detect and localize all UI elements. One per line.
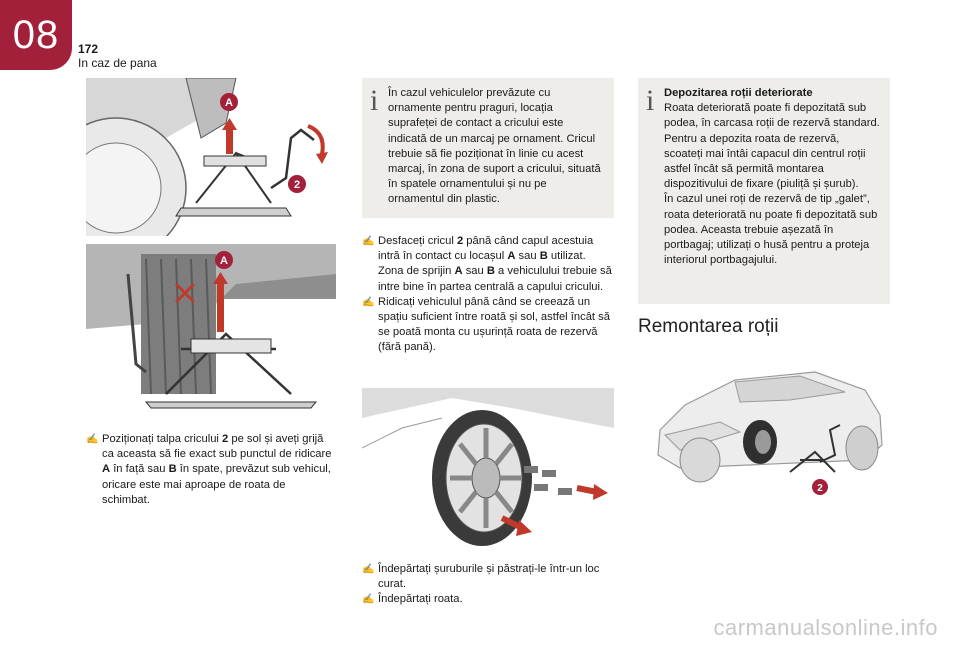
jack-lifting-illustration: A [86, 244, 336, 412]
section-title: Remontarea roții [638, 316, 779, 337]
bullet-icon: ✍ [362, 296, 375, 308]
list-item-text: Îndepărtați șuruburile și păstrați-le în… [378, 563, 600, 591]
list-item: ✍ Poziționați talpa cricului 2 pe sol și… [86, 432, 336, 508]
list-item-text: Ridicați vehiculul până când se creează … [378, 295, 610, 354]
jack-positioning-illustration: A 2 [86, 78, 336, 236]
list-item: ✍ Îndepărtați șuruburile și păstrați-le … [362, 562, 614, 592]
bullet-icon: ✍ [362, 236, 375, 247]
note-paragraph: Pentru a depozita roata de rezervă, scoa… [664, 132, 866, 191]
jack-middle-drawing: A [86, 244, 336, 412]
note-paragraph: În cazul unei roți de rezervă de tip „ga… [664, 193, 878, 267]
car-drawing: 2 [640, 360, 890, 500]
info-note-damaged-wheel: i Depozitarea roții deteriorate Roata de… [638, 78, 890, 304]
callout-a-label: A [225, 97, 233, 109]
page-number: 172 [78, 42, 99, 56]
list-item: ✍ Ridicați vehiculul până când se creeaz… [362, 295, 614, 356]
note-paragraph: Roata deteriorată poate fi depozitată su… [664, 102, 880, 130]
note-text: Depozitarea roții deteriorate Roata dete… [664, 86, 880, 268]
section-header: In caz de pana [78, 56, 157, 70]
wheel-removal-illustration [362, 388, 614, 546]
car-refit-illustration: 2 [640, 360, 890, 500]
instruction-remove-bolts: ✍ Îndepărtați șuruburile și păstrați-le … [362, 562, 614, 608]
bullet-icon: ✍ [362, 564, 375, 575]
list-item-text: Desfaceți cricul 2 până când capul acest… [378, 235, 612, 293]
wheel-drawing [362, 388, 614, 546]
note-text: În cazul vehiculelor prevăzute cu orname… [388, 87, 601, 206]
callout-2-label: 2 [817, 483, 823, 494]
list-item-text: Îndepărtați roata. [378, 593, 463, 606]
watermark: carmanualsonline.info [713, 615, 938, 640]
instruction-position-jack: ✍ Poziționați talpa cricului 2 pe sol și… [86, 432, 336, 508]
list-item: ✍ Îndepărtați roata. [362, 592, 614, 607]
info-icon: i [646, 84, 655, 117]
bullet-icon: ✍ [86, 434, 99, 445]
jack-top-drawing: A 2 [86, 78, 336, 236]
callout-2-label: 2 [294, 179, 300, 191]
note-title: Depozitarea roții deteriorate [664, 87, 813, 99]
chapter-tab: 08 [0, 0, 72, 70]
bullet-icon: ✍ [362, 594, 375, 606]
callout-a-label: A [220, 255, 228, 267]
list-item: ✍ Desfaceți cricul 2 până când capul ace… [362, 234, 614, 295]
instruction-raise-vehicle: ✍ Desfaceți cricul 2 până când capul ace… [362, 234, 614, 356]
list-item-text: Poziționați talpa cricului 2 pe sol și a… [102, 433, 332, 506]
info-icon: i [370, 84, 379, 117]
info-note-sill-trims: i În cazul vehiculelor prevăzute cu orna… [362, 78, 614, 218]
